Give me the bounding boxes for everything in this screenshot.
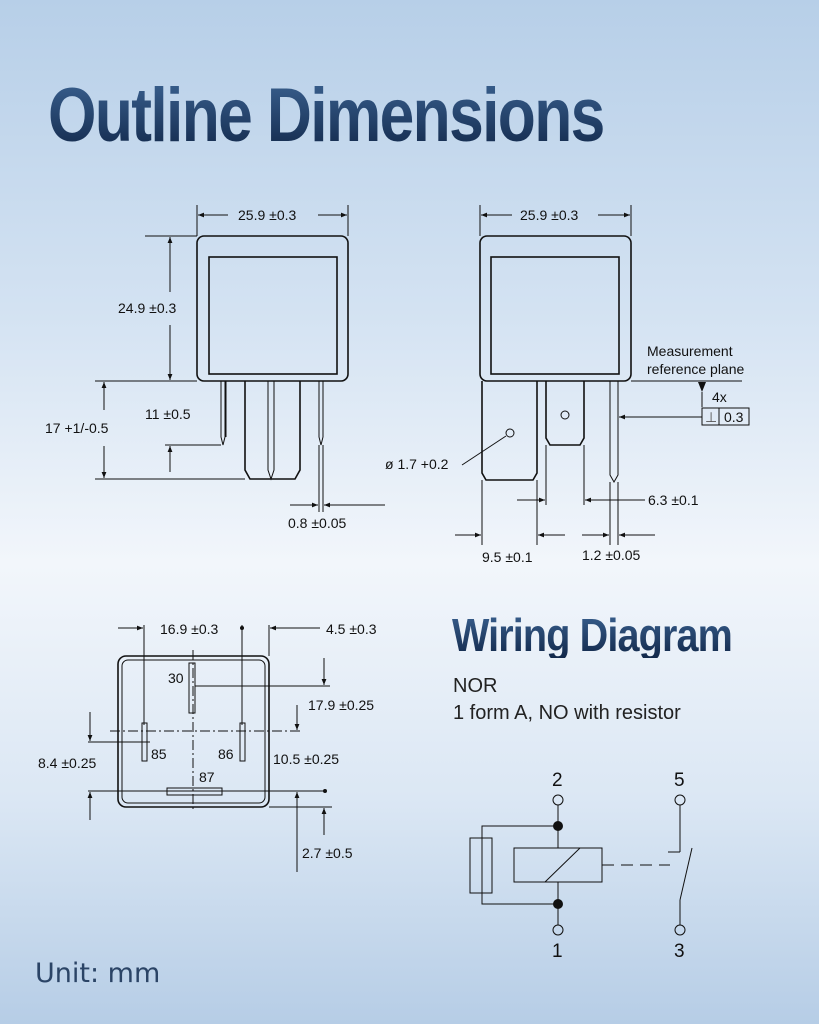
dim-front-width: 25.9 ±0.3 — [520, 207, 578, 223]
perpendicularity-icon: ⊥ — [705, 409, 717, 425]
front-view: 25.9 ±0.3 ø 1.7 +0.2 Measurement referen… — [385, 205, 750, 565]
unit-label: Unit: mm — [35, 958, 161, 989]
wiring-type: NOR — [453, 675, 498, 697]
pin-label-86: 86 — [218, 746, 234, 762]
dim-bottom-5: 10.5 ±0.25 — [273, 751, 339, 767]
wiring-schematic: 2 5 1 3 — [469, 770, 693, 962]
dim-bottom-3: 17.9 ±0.25 — [308, 697, 374, 713]
side-view: 25.9 ±0.3 24.9 ±0.3 17 +1/-0.5 11 ±0.5 0… — [45, 205, 385, 531]
pin-label-85: 85 — [151, 746, 167, 762]
dim-bottom-4: 8.4 ±0.25 — [38, 755, 96, 771]
dim-bottom-2: 4.5 ±0.3 — [326, 621, 377, 637]
terminal-5: 5 — [674, 770, 685, 791]
dim-bottom-1: 16.9 ±0.3 — [160, 621, 218, 637]
pin-label-30: 30 — [168, 670, 184, 686]
terminal-3: 3 — [674, 941, 685, 962]
dim-large-tab: 9.5 ±0.1 — [482, 549, 533, 565]
dim-pin-width: 1.2 ±0.05 — [582, 547, 640, 563]
ref-plane-label-2: reference plane — [647, 361, 745, 377]
tolerance-value: 0.3 — [724, 409, 744, 425]
dim-side-height: 24.9 ±0.3 — [118, 300, 176, 316]
dim-tab-width: 6.3 ±0.1 — [648, 492, 699, 508]
dim-side-width: 25.9 ±0.3 — [238, 207, 296, 223]
ref-plane-label-1: Measurement — [647, 343, 733, 359]
wiring-title: Wiring Diagram — [452, 609, 733, 661]
dim-bottom-6: 2.7 ±0.5 — [302, 845, 353, 861]
terminal-2: 2 — [552, 770, 563, 791]
dim-pin-length-small: 11 ±0.5 — [145, 406, 191, 422]
wiring-description: 1 form A, NO with resistor — [453, 702, 681, 724]
dim-hole: ø 1.7 +0.2 — [385, 456, 449, 472]
count-label: 4x — [712, 389, 727, 405]
bottom-view: 16.9 ±0.3 4.5 ±0.3 17.9 ±0.25 8.4 ±0.25 … — [38, 621, 377, 872]
dim-pin-thickness: 0.8 ±0.05 — [288, 515, 346, 531]
dim-pin-length-total: 17 +1/-0.5 — [45, 420, 109, 436]
terminal-1: 1 — [552, 941, 563, 962]
page-title: Outline Dimensions — [48, 73, 605, 158]
pin-label-87: 87 — [199, 769, 215, 785]
